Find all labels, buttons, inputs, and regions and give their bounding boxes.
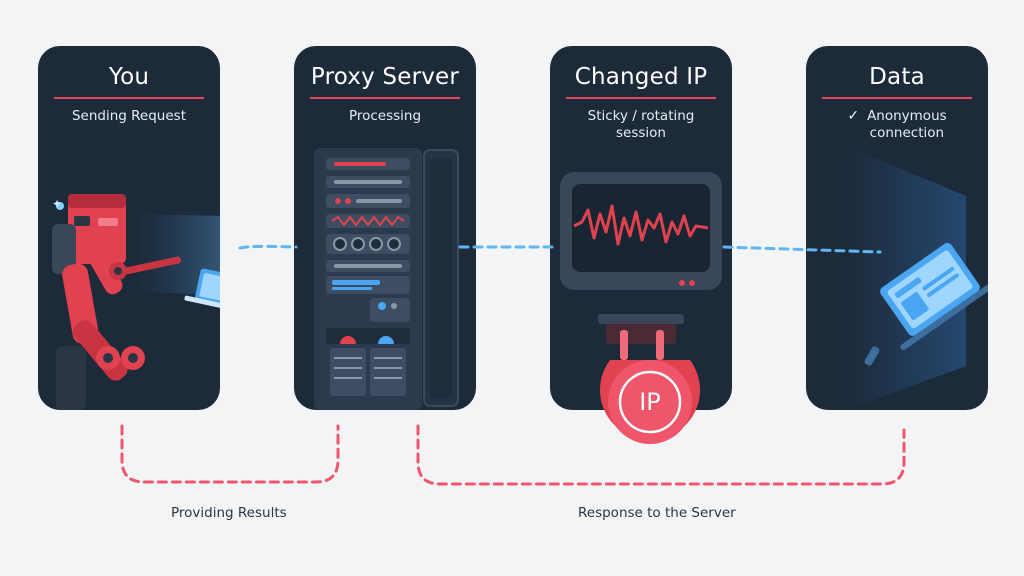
response-to-server-label: Response to the Server: [578, 505, 736, 521]
card-subtitle: Sending Request: [71, 108, 186, 124]
card-proxy-server: Proxy Server Processing: [294, 46, 476, 410]
card-title: Proxy Server: [310, 64, 460, 90]
card-data: Data ✓ Anonymous connection: [806, 46, 988, 410]
title-divider: [54, 97, 204, 99]
card-title: You: [108, 64, 150, 90]
card-subtitle-text: Anonymous connection: [867, 108, 947, 141]
card-changed-ip: Changed IP Sticky / rotating session: [550, 46, 732, 410]
title-divider: [566, 97, 716, 99]
return-path-response-to-server: [416, 424, 906, 486]
card-title: Data: [869, 64, 925, 90]
card-you: ✦ You Sending Request: [38, 46, 220, 410]
svg-text:✦: ✦: [52, 197, 62, 211]
server-rack-illustration: [314, 148, 459, 410]
card-subtitle: Sticky / rotating session: [587, 108, 695, 141]
laptop-illustration: [846, 146, 988, 410]
robot-illustration: ✦: [52, 194, 220, 410]
card-subtitle: Processing: [348, 108, 422, 124]
return-path-providing-results: [120, 424, 340, 484]
request-link-you-proxy: [238, 244, 298, 250]
ip-badge-label: IP: [639, 388, 661, 416]
providing-results-label: Providing Results: [171, 505, 287, 521]
checkmark-icon: ✓: [847, 108, 860, 124]
title-divider: [822, 97, 972, 99]
title-divider: [310, 97, 460, 99]
card-subtitle: ✓ Anonymous connection: [814, 108, 980, 142]
card-title: Changed IP: [574, 64, 708, 90]
